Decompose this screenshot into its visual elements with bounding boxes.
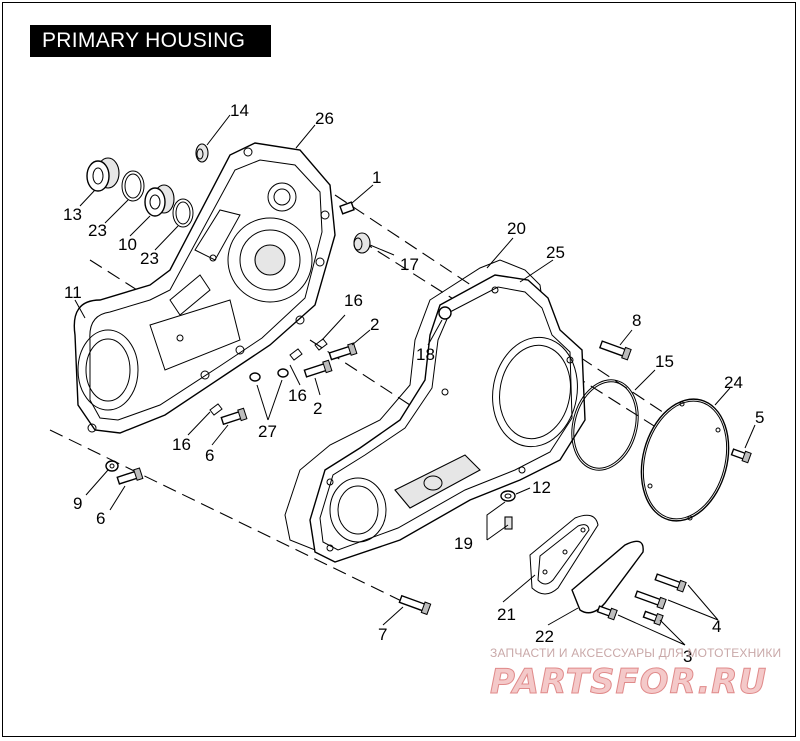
leader-lines xyxy=(74,114,756,646)
callout-17: 17 xyxy=(400,255,419,274)
callout-5: 5 xyxy=(755,408,764,427)
watermark-caption: ЗАПЧАСТИ И АКСЕССУАРЫ ДЛЯ МОТОТЕХНИКИ xyxy=(490,646,782,660)
fasteners-left xyxy=(105,338,358,485)
callout-16a: 16 xyxy=(344,291,363,310)
callout-13: 13 xyxy=(63,205,82,224)
callout-10: 10 xyxy=(118,235,137,254)
callout-16c: 16 xyxy=(172,435,191,454)
callout-27: 27 xyxy=(258,422,277,441)
callout-1: 1 xyxy=(372,168,381,187)
callout-3: 3 xyxy=(683,647,692,666)
title-banner: PRIMARY HOUSING xyxy=(30,25,271,57)
callout-20: 20 xyxy=(507,219,526,238)
callout-14: 14 xyxy=(230,101,249,120)
callout-numbers: 14 26 1 17 13 23 10 23 11 20 25 16 2 18 … xyxy=(63,101,764,666)
callout-7: 7 xyxy=(378,625,387,644)
inner-primary-housing xyxy=(73,142,336,434)
outer-primary-cover xyxy=(309,274,586,563)
bearing-stack xyxy=(86,143,371,254)
callout-23b: 23 xyxy=(140,249,159,268)
callout-8: 8 xyxy=(632,311,641,330)
callout-18: 18 xyxy=(416,345,435,364)
callout-24: 24 xyxy=(724,373,743,392)
callout-9: 9 xyxy=(73,494,82,513)
callout-19: 19 xyxy=(454,534,473,553)
callout-21: 21 xyxy=(497,605,516,624)
callout-2a: 2 xyxy=(370,315,379,334)
cover-hardware xyxy=(398,340,752,626)
callout-23a: 23 xyxy=(88,221,107,240)
page-title: PRIMARY HOUSING xyxy=(42,29,246,52)
callout-15: 15 xyxy=(655,352,674,371)
watermark-logo: PARTSFOR.RU xyxy=(489,662,768,703)
callout-22: 22 xyxy=(535,627,554,646)
callout-2b: 2 xyxy=(313,399,322,418)
callout-4: 4 xyxy=(712,617,721,636)
callout-12: 12 xyxy=(532,478,551,497)
callout-11: 11 xyxy=(64,283,82,302)
callout-6b: 6 xyxy=(96,509,105,528)
callout-25: 25 xyxy=(546,243,565,262)
callout-26: 26 xyxy=(315,109,334,128)
callout-16b: 16 xyxy=(288,386,307,405)
callout-6a: 6 xyxy=(205,446,214,465)
